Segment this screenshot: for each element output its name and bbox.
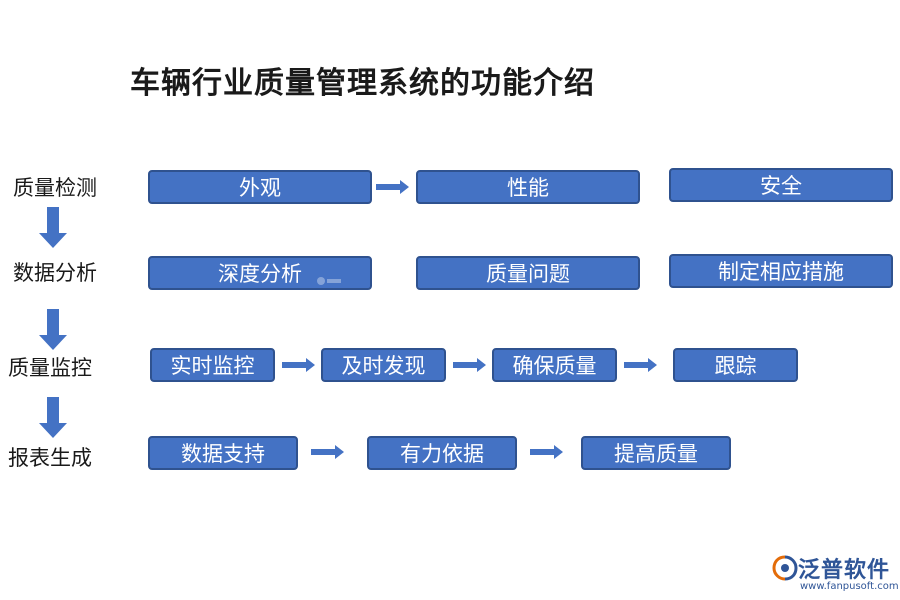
box-deep-analysis: 深度分析 [148, 256, 372, 290]
box-improve-quality: 提高质量 [581, 436, 731, 470]
box-performance: 性能 [416, 170, 640, 204]
box-tracking: 跟踪 [673, 348, 798, 382]
box-quality-issues: 质量问题 [416, 256, 640, 290]
right-arrow-icon [282, 358, 315, 372]
down-arrow-icon [39, 397, 67, 438]
logo-url: www.fanpusoft.com [800, 581, 899, 592]
box-strong-evidence: 有力依据 [367, 436, 517, 470]
stage-label-report-generation: 报表生成 [8, 446, 92, 470]
box-timely-detection: 及时发现 [321, 348, 446, 382]
watermark-icon [317, 277, 341, 285]
stage-label-data-analysis: 数据分析 [13, 261, 97, 285]
box-data-support: 数据支持 [148, 436, 298, 470]
right-arrow-icon [624, 358, 657, 372]
stage-label-quality-monitoring: 质量监控 [8, 356, 92, 380]
box-real-time-monitoring: 实时监控 [150, 348, 275, 382]
fanpu-logo-icon [772, 555, 798, 581]
logo-text: 泛普软件 [798, 558, 891, 583]
right-arrow-icon [530, 445, 563, 459]
down-arrow-icon [39, 207, 67, 248]
right-arrow-icon [453, 358, 486, 372]
box-safety: 安全 [669, 168, 893, 202]
brand-logo: 泛普软件 [772, 552, 890, 584]
box-ensure-quality: 确保质量 [492, 348, 617, 382]
right-arrow-icon [376, 180, 409, 194]
down-arrow-icon [39, 309, 67, 350]
box-corrective-measures: 制定相应措施 [669, 254, 893, 288]
box-appearance: 外观 [148, 170, 372, 204]
page-title: 车辆行业质量管理系统的功能介绍 [130, 66, 595, 101]
right-arrow-icon [311, 445, 344, 459]
stage-label-quality-inspection: 质量检测 [13, 176, 97, 200]
